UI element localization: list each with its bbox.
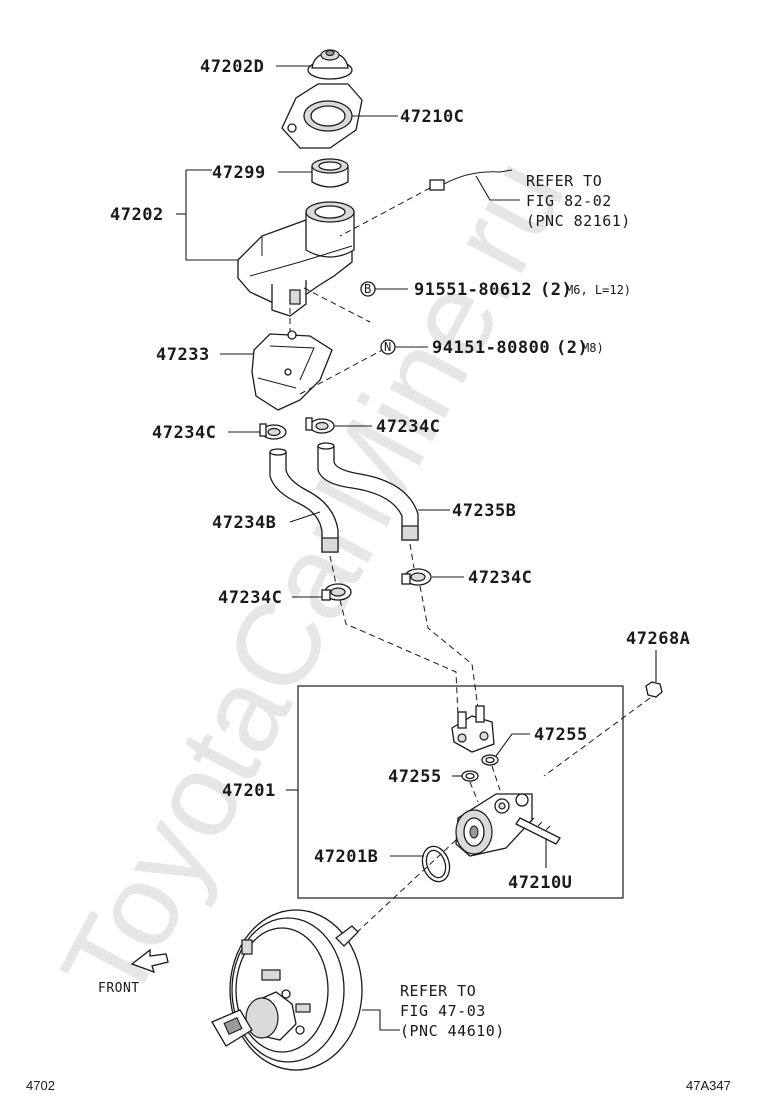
grommet-drawing — [311, 158, 349, 188]
part-label-47234C-upper-left: 47234C — [152, 423, 216, 443]
reservoir-hose-right — [317, 442, 419, 541]
bolt-qty-n: (2) — [556, 338, 588, 358]
hose-clamp-lower-right — [401, 568, 432, 586]
part-label-47210U: 47210U — [508, 873, 572, 893]
page-code-right: 47A347 — [686, 1078, 731, 1093]
nut-drawing — [645, 681, 663, 698]
part-label-47234B: 47234B — [212, 513, 276, 533]
bolt-spec-b: M6, L=12) — [566, 283, 631, 297]
ref-text-bottom-2: FIG 47-03 — [400, 1002, 486, 1020]
ref-text-bottom-1: REFER TO — [400, 982, 476, 1000]
master-cylinder-drawing — [455, 793, 561, 857]
part-label-47234C-upper-right: 47234C — [376, 417, 440, 437]
hose-clamp-upper-right — [305, 417, 335, 434]
bolt-symbol-b-letter: B — [364, 282, 371, 296]
part-label-47202: 47202 — [110, 205, 164, 225]
part-label-47234C-lower-left: 47234C — [218, 588, 282, 608]
reservoir-union-drawing — [451, 705, 495, 753]
hose-clamp-upper-left — [259, 423, 287, 440]
reservoir-hose-left — [269, 448, 339, 553]
bolt-spec-n: M8) — [582, 341, 604, 355]
part-label-47201: 47201 — [222, 781, 276, 801]
brake-booster-drawing — [211, 909, 363, 1071]
strainer-plate-drawing — [281, 83, 363, 149]
reservoir-bracket-drawing — [251, 330, 333, 411]
bolt-number-n: 94151-80800 — [432, 338, 550, 358]
part-label-47234C-lower-right: 47234C — [468, 568, 532, 588]
part-label-47255-right: 47255 — [534, 725, 588, 745]
bolt-qty-b: (2) — [540, 280, 572, 300]
level-sensor-wire — [339, 169, 513, 237]
part-label-47233: 47233 — [156, 345, 210, 365]
page-code-left: 4702 — [26, 1078, 55, 1093]
assembly-group-box — [297, 685, 624, 899]
part-label-47202D: 47202D — [200, 57, 264, 77]
part-label-47235B: 47235B — [452, 501, 516, 521]
bolt-symbol-n-letter: N — [384, 340, 391, 354]
front-arrow-icon — [130, 948, 169, 974]
reservoir-cap-drawing — [307, 49, 353, 80]
ref-text-top-1: REFER TO — [526, 172, 602, 190]
ref-text-top-2: FIG 82-02 — [526, 192, 612, 210]
part-label-47299: 47299 — [212, 163, 266, 183]
ref-text-top-3: (PNC 82161) — [526, 212, 631, 230]
part-label-47210C: 47210C — [400, 107, 464, 127]
part-label-47201B: 47201B — [314, 847, 378, 867]
reservoir-tank-drawing — [237, 201, 355, 317]
bolt-number-b: 91551-80612 — [414, 280, 532, 300]
part-label-47268A: 47268A — [626, 629, 690, 649]
hose-clamp-lower-left — [321, 583, 352, 601]
ref-text-bottom-3: (PNC 44610) — [400, 1022, 505, 1040]
front-label: FRONT — [98, 981, 140, 996]
part-label-47255-left: 47255 — [388, 767, 442, 787]
